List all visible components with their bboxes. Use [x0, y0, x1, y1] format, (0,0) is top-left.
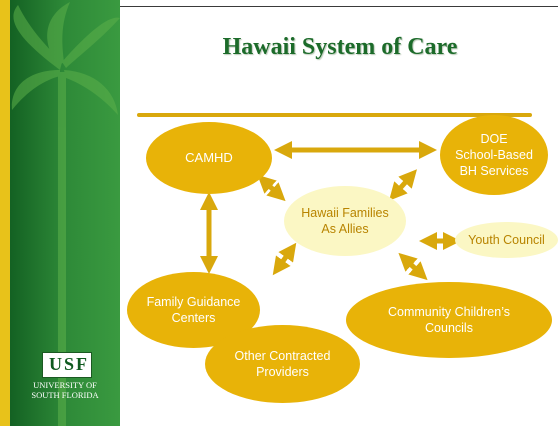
university-logo: USF UNIVERSITY OF SOUTH FLORIDA: [10, 350, 120, 420]
node-youth-council: Youth Council: [455, 222, 558, 258]
usf-logo-mark: USF: [42, 352, 92, 378]
node-community-councils: Community Children’s Councils: [346, 282, 552, 358]
arrow-families-doe: [389, 169, 417, 201]
node-families: Hawaii Families As Allies: [284, 186, 406, 256]
title-underline: [137, 113, 532, 117]
arrow-camhd-families: [257, 174, 286, 202]
top-rule: [120, 6, 558, 7]
arrow-families-community: [398, 252, 428, 281]
node-camhd: CAMHD: [146, 122, 272, 194]
sidebar-stripe: [0, 0, 10, 426]
slide-title: Hawaii System of Care: [222, 34, 458, 60]
node-doe: DOE School-Based BH Services: [440, 115, 548, 195]
palm-tree-icon: [11, 2, 120, 426]
university-name: UNIVERSITY OF SOUTH FLORIDA: [31, 380, 99, 400]
arrow-families-familyguidance: [272, 242, 297, 276]
node-other-providers: Other Contracted Providers: [205, 325, 360, 403]
